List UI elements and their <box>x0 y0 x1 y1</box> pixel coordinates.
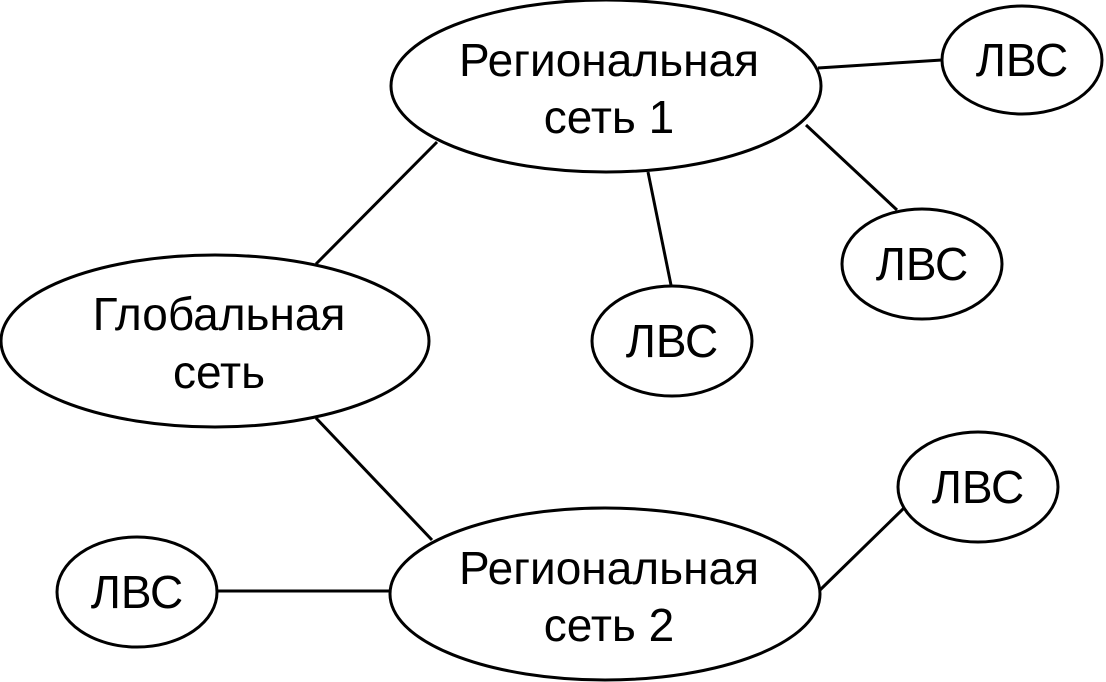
node-lan-left-shape <box>55 535 219 649</box>
node-lan-top-right: ЛВС <box>940 4 1104 116</box>
node-global-network: Глобальная сеть <box>0 253 431 429</box>
node-lan-middle: ЛВС <box>590 284 754 398</box>
node-lan-right: ЛВС <box>840 207 1004 321</box>
node-regional-1-label-line1: Региональная <box>459 34 759 86</box>
node-lan-left: ЛВС <box>55 535 219 649</box>
node-lan-top-right-shape <box>940 4 1104 116</box>
node-global-label-line1: Глобальная <box>93 288 346 340</box>
node-lan-right-label: ЛВС <box>876 238 969 290</box>
node-global-label-line2: сеть <box>173 346 265 398</box>
node-regional-2-label-line1: Региональная <box>459 542 759 594</box>
node-lan-bottom-right-shape <box>896 430 1060 544</box>
edge-regional-2-lan-bottom-right <box>818 506 906 592</box>
node-lan-top-right-label: ЛВС <box>976 34 1069 86</box>
node-lan-middle-shape <box>590 284 754 398</box>
node-regional-2-label-line2: сеть 2 <box>544 599 674 651</box>
node-regional-2-shape <box>388 506 822 682</box>
node-lan-middle-label: ЛВС <box>626 315 719 367</box>
node-regional-network-2: Региональная сеть 2 <box>388 506 822 682</box>
node-lan-bottom-right-label: ЛВС <box>932 461 1025 513</box>
edge-global-regional-1 <box>314 140 439 266</box>
node-global-shape <box>0 253 431 429</box>
edge-regional-1-lan-middle <box>646 171 673 286</box>
node-lan-right-shape <box>840 207 1004 321</box>
edge-global-regional-2 <box>314 416 434 542</box>
node-regional-1-label-line2: сеть 1 <box>544 91 674 143</box>
node-regional-network-1: Региональная сеть 1 <box>389 0 823 174</box>
edge-regional-1-lan-right <box>804 123 899 212</box>
node-regional-1-shape <box>389 0 823 174</box>
node-lan-left-label: ЛВС <box>91 566 184 618</box>
edge-regional-1-lan-top-right <box>817 58 943 70</box>
node-lan-bottom-right: ЛВС <box>896 430 1060 544</box>
